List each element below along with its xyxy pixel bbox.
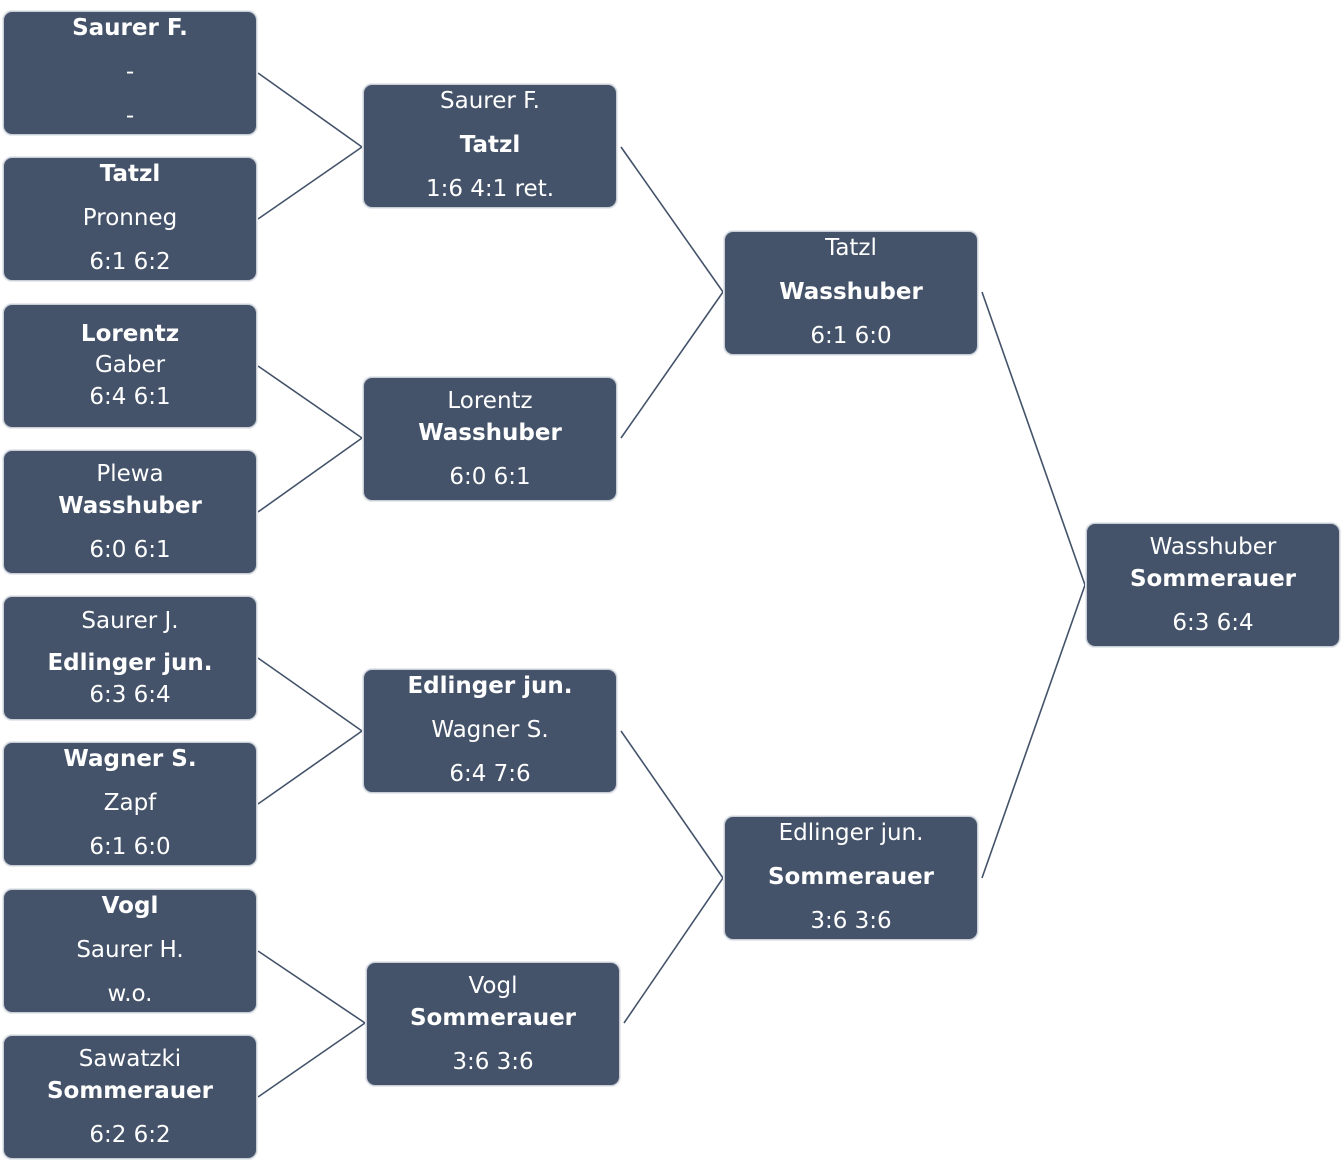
player2-name: Wasshuber bbox=[418, 419, 562, 446]
match-box-r1m6: Wagner S. Zapf 6:1 6:0 bbox=[3, 742, 257, 866]
match-score: 1:6 4:1 ret. bbox=[425, 175, 555, 202]
match-score: 6:3 6:4 bbox=[89, 682, 171, 709]
match-box-sf1: Tatzl Wasshuber 6:1 6:0 bbox=[724, 231, 978, 355]
player1-name: Saurer F. bbox=[440, 88, 540, 115]
match-box-r1m7: Vogl Saurer H. w.o. bbox=[3, 889, 257, 1013]
connector-line bbox=[981, 584, 1086, 879]
player2-name: Sommerauer bbox=[409, 1004, 577, 1031]
connector-line bbox=[620, 146, 724, 293]
player2-name: Zapf bbox=[103, 790, 157, 817]
player2-name: Pronneg bbox=[82, 205, 178, 232]
match-score: 6:1 6:0 bbox=[89, 833, 171, 860]
connector-line bbox=[620, 291, 724, 439]
match-score: 6:4 7:6 bbox=[449, 760, 531, 787]
match-score: 6:2 6:2 bbox=[89, 1122, 171, 1149]
connector-line bbox=[257, 146, 363, 220]
match-score: 3:6 3:6 bbox=[452, 1049, 534, 1076]
player1-name: Saurer F. bbox=[72, 15, 188, 42]
match-box-r1m4: Plewa Wasshuber 6:0 6:1 bbox=[3, 450, 257, 574]
player1-name: Lorentz bbox=[80, 320, 180, 347]
player2-name: Wasshuber bbox=[58, 492, 202, 519]
player1-name: Edlinger jun. bbox=[407, 673, 573, 700]
connector-line bbox=[257, 950, 366, 1024]
match-score: w.o. bbox=[107, 980, 153, 1007]
match-box-r2m1: Saurer F. Tatzl 1:6 4:1 ret. bbox=[363, 84, 617, 208]
connector-line bbox=[257, 72, 363, 148]
connector-line bbox=[257, 730, 363, 805]
player1-name: Vogl bbox=[468, 972, 518, 999]
player1-name: Tatzl bbox=[99, 161, 161, 188]
connector-line bbox=[257, 1022, 366, 1098]
match-score: 3:6 3:6 bbox=[810, 907, 892, 934]
player1-name: Vogl bbox=[101, 893, 159, 920]
match-score: - bbox=[125, 102, 135, 129]
match-box-r1m1: Saurer F. - - bbox=[3, 11, 257, 135]
connector-line bbox=[981, 291, 1086, 586]
match-score: 6:3 6:4 bbox=[1172, 610, 1254, 637]
connector-line bbox=[257, 657, 363, 732]
match-score: 6:0 6:1 bbox=[449, 464, 531, 491]
match-box-r2m3: Edlinger jun. Wagner S. 6:4 7:6 bbox=[363, 669, 617, 793]
player2-name: Saurer H. bbox=[76, 937, 184, 964]
player1-name: Edlinger jun. bbox=[778, 820, 924, 847]
player2-name: Wasshuber bbox=[779, 279, 923, 306]
connector-line bbox=[623, 877, 724, 1024]
match-box-r1m2: Tatzl Pronneg 6:1 6:2 bbox=[3, 157, 257, 281]
match-score: 6:4 6:1 bbox=[89, 383, 171, 410]
player2-name: Gaber bbox=[94, 352, 166, 379]
match-box-r1m3: Lorentz Gaber 6:4 6:1 bbox=[3, 304, 257, 428]
connector-line bbox=[620, 730, 724, 879]
player2-name: Edlinger jun. bbox=[47, 649, 213, 676]
connector-line bbox=[257, 437, 363, 513]
match-box-final: Wasshuber Sommerauer 6:3 6:4 bbox=[1086, 523, 1340, 647]
match-box-sf2: Edlinger jun. Sommerauer 3:6 3:6 bbox=[724, 816, 978, 940]
player2-name: Sommerauer bbox=[46, 1077, 214, 1104]
player1-name: Lorentz bbox=[447, 387, 533, 414]
match-box-r1m5: Saurer J. Edlinger jun. 6:3 6:4 bbox=[3, 596, 257, 720]
match-box-r2m2: Lorentz Wasshuber 6:0 6:1 bbox=[363, 377, 617, 501]
match-box-r2m4: Vogl Sommerauer 3:6 3:6 bbox=[366, 962, 620, 1086]
match-box-r1m8: Sawatzki Sommerauer 6:2 6:2 bbox=[3, 1035, 257, 1159]
player2-name: Sommerauer bbox=[1129, 565, 1297, 592]
match-score: 6:0 6:1 bbox=[89, 537, 171, 564]
player1-name: Tatzl bbox=[825, 235, 877, 262]
player1-name: Wasshuber bbox=[1149, 533, 1277, 560]
player2-name: Sommerauer bbox=[767, 864, 935, 891]
player1-name: Plewa bbox=[96, 460, 164, 487]
player2-name: Wagner S. bbox=[431, 717, 549, 744]
player2-name: - bbox=[125, 59, 135, 86]
player2-name: Tatzl bbox=[459, 132, 521, 159]
player1-name: Saurer J. bbox=[81, 607, 179, 634]
player1-name: Wagner S. bbox=[63, 746, 197, 773]
player1-name: Sawatzki bbox=[78, 1045, 182, 1072]
match-score: 6:1 6:0 bbox=[810, 322, 892, 349]
match-score: 6:1 6:2 bbox=[89, 248, 171, 275]
connector-line bbox=[257, 365, 363, 439]
